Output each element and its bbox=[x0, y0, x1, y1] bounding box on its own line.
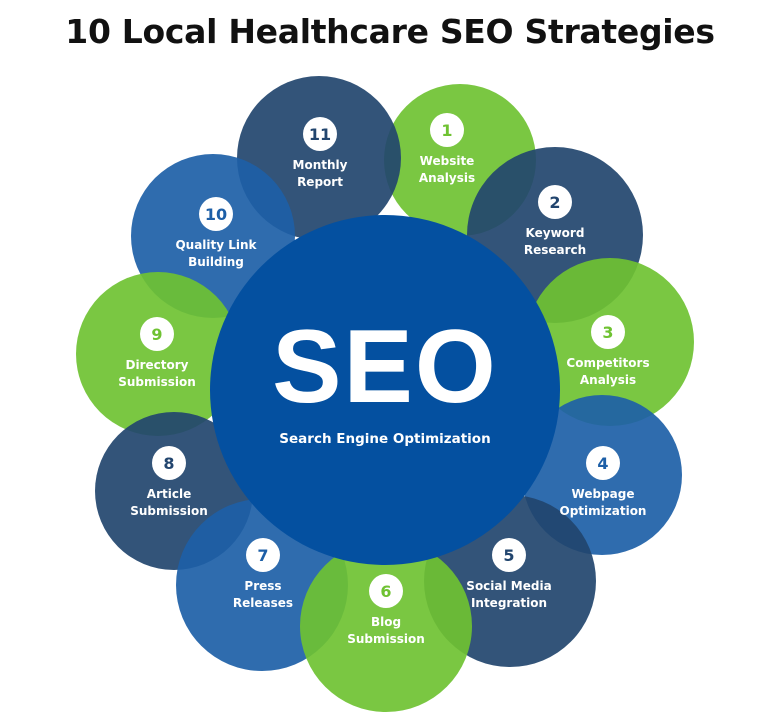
step-4: 4 Webpage Optimization bbox=[528, 446, 678, 520]
step-label-line1: Social Media bbox=[466, 579, 552, 593]
seo-heading: SEO bbox=[272, 309, 498, 425]
step-label-line1: Press bbox=[244, 579, 282, 593]
step-6: 6 Blog Submission bbox=[311, 574, 461, 648]
step-label-line2: Integration bbox=[470, 596, 548, 610]
step-number-badge: 4 bbox=[586, 446, 620, 480]
step-2: 2 Keyword Research bbox=[480, 185, 630, 259]
step-number-badge: 7 bbox=[246, 538, 280, 572]
step-label-line2: Analysis bbox=[418, 171, 476, 185]
step-label-line2: Report bbox=[297, 175, 343, 189]
step-number-badge: 9 bbox=[140, 317, 174, 351]
step-3: 3 Competitors Analysis bbox=[533, 315, 683, 389]
step-label-line1: Webpage bbox=[571, 487, 635, 501]
step-label-line1: Article bbox=[146, 487, 192, 501]
seo-center-circle: SEO Search Engine Optimization bbox=[210, 215, 560, 565]
step-label-line2: Submission bbox=[130, 504, 208, 518]
step-10: 10 Quality Link Building bbox=[141, 197, 291, 271]
step-number-badge: 10 bbox=[199, 197, 233, 231]
step-label-line2: Analysis bbox=[579, 373, 637, 387]
step-number-badge: 8 bbox=[152, 446, 186, 480]
step-label-line2: Research bbox=[523, 243, 587, 257]
step-number-badge: 2 bbox=[538, 185, 572, 219]
step-label-line2: Submission bbox=[118, 375, 196, 389]
step-label-line1: Keyword bbox=[525, 226, 585, 240]
step-number-badge: 1 bbox=[430, 113, 464, 147]
step-8: 8 Article Submission bbox=[94, 446, 244, 520]
step-number-badge: 3 bbox=[591, 315, 625, 349]
step-number-badge: 11 bbox=[303, 117, 337, 151]
petal-circle-6 bbox=[300, 540, 472, 712]
step-5: 5 Social Media Integration bbox=[434, 538, 584, 612]
step-label-line2: Submission bbox=[347, 632, 425, 646]
step-label-line1: Website bbox=[419, 154, 475, 168]
step-label-line2: Releases bbox=[232, 596, 294, 610]
step-label-line1: Blog bbox=[370, 615, 402, 629]
seo-subheading: Search Engine Optimization bbox=[279, 431, 491, 447]
page-title: 10 Local Healthcare SEO Strategies bbox=[65, 12, 715, 51]
step-label-line1: Monthly bbox=[292, 158, 348, 172]
step-label-line2: Optimization bbox=[559, 504, 647, 518]
step-label-line2: Building bbox=[188, 255, 244, 269]
step-9: 9 Directory Submission bbox=[82, 317, 232, 391]
step-number-badge: 5 bbox=[492, 538, 526, 572]
step-label-line1: Competitors bbox=[566, 356, 650, 370]
step-label-line1: Directory bbox=[125, 358, 189, 372]
step-number-badge: 6 bbox=[369, 574, 403, 608]
step-label-line1: Quality Link bbox=[175, 238, 257, 252]
step-1: 1 Website Analysis bbox=[372, 113, 522, 187]
step-7: 7 Press Releases bbox=[188, 538, 338, 612]
step-11: 11 Monthly Report bbox=[245, 117, 395, 191]
